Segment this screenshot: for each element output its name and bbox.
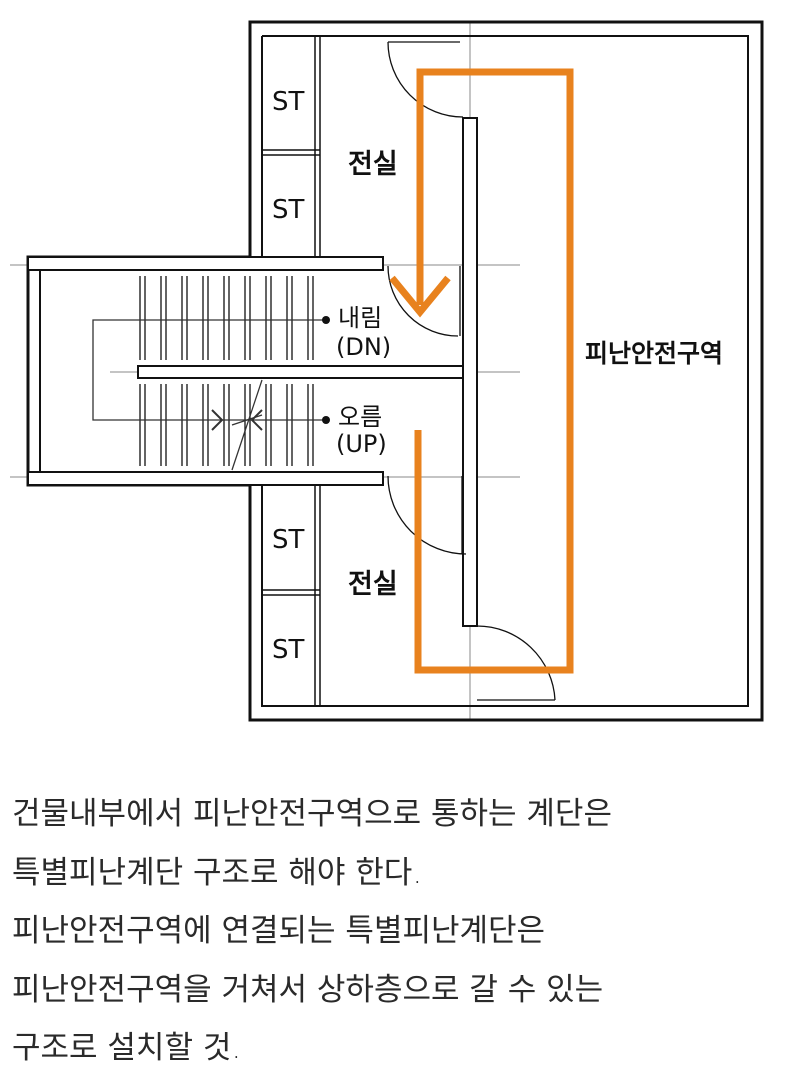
down-marker-dot <box>322 316 330 324</box>
vestibule-partition <box>462 117 478 627</box>
caption-line-4: 피난안전구역을 거쳐서 상하층으로 갈 수 있는 <box>12 971 604 1008</box>
stair-down-label: 내림 <box>338 304 382 332</box>
caption-line-5: 구조로 설치할 것. <box>12 1030 242 1066</box>
caption-line-2: 특별피난계단 구조로 해야 한다. <box>12 854 423 891</box>
storage-label-1: ST <box>272 87 305 117</box>
inner-wall-lines <box>39 35 749 707</box>
storage-label-3: ST <box>272 525 305 555</box>
caption-text: 건물내부에서 피난안전구역으로 통하는 계단은 특별피난계단 구조로 해야 한다… <box>12 785 792 1078</box>
doors <box>387 41 556 701</box>
storage-closets <box>262 36 321 706</box>
stair-walls <box>27 256 469 486</box>
vestibule-label-top: 전실 <box>348 149 398 180</box>
refuge-zone-label: 피난안전구역 <box>585 339 723 368</box>
stair-up-en-label: (UP) <box>336 430 387 458</box>
caption-line-1: 건물내부에서 피난안전구역으로 통하는 계단은 <box>12 796 612 832</box>
stair-up-label: 오름 <box>338 403 382 431</box>
caption-line-3: 피난안전구역에 연결되는 특별피난계단은 <box>12 913 546 949</box>
stair-down-en-label: (DN) <box>336 333 391 361</box>
evacuation-route <box>389 68 574 674</box>
up-marker-dot <box>322 416 330 424</box>
stair-walkline <box>92 319 325 471</box>
floor-plan-diagram: ST ST ST ST 전실 전실 피난안전구역 내림 (DN) 오름 (UP) <box>10 20 764 722</box>
storage-label-2: ST <box>272 195 305 225</box>
storage-label-4: ST <box>272 635 305 665</box>
vestibule-label-bottom: 전실 <box>348 569 398 600</box>
stair-treads <box>139 276 314 466</box>
